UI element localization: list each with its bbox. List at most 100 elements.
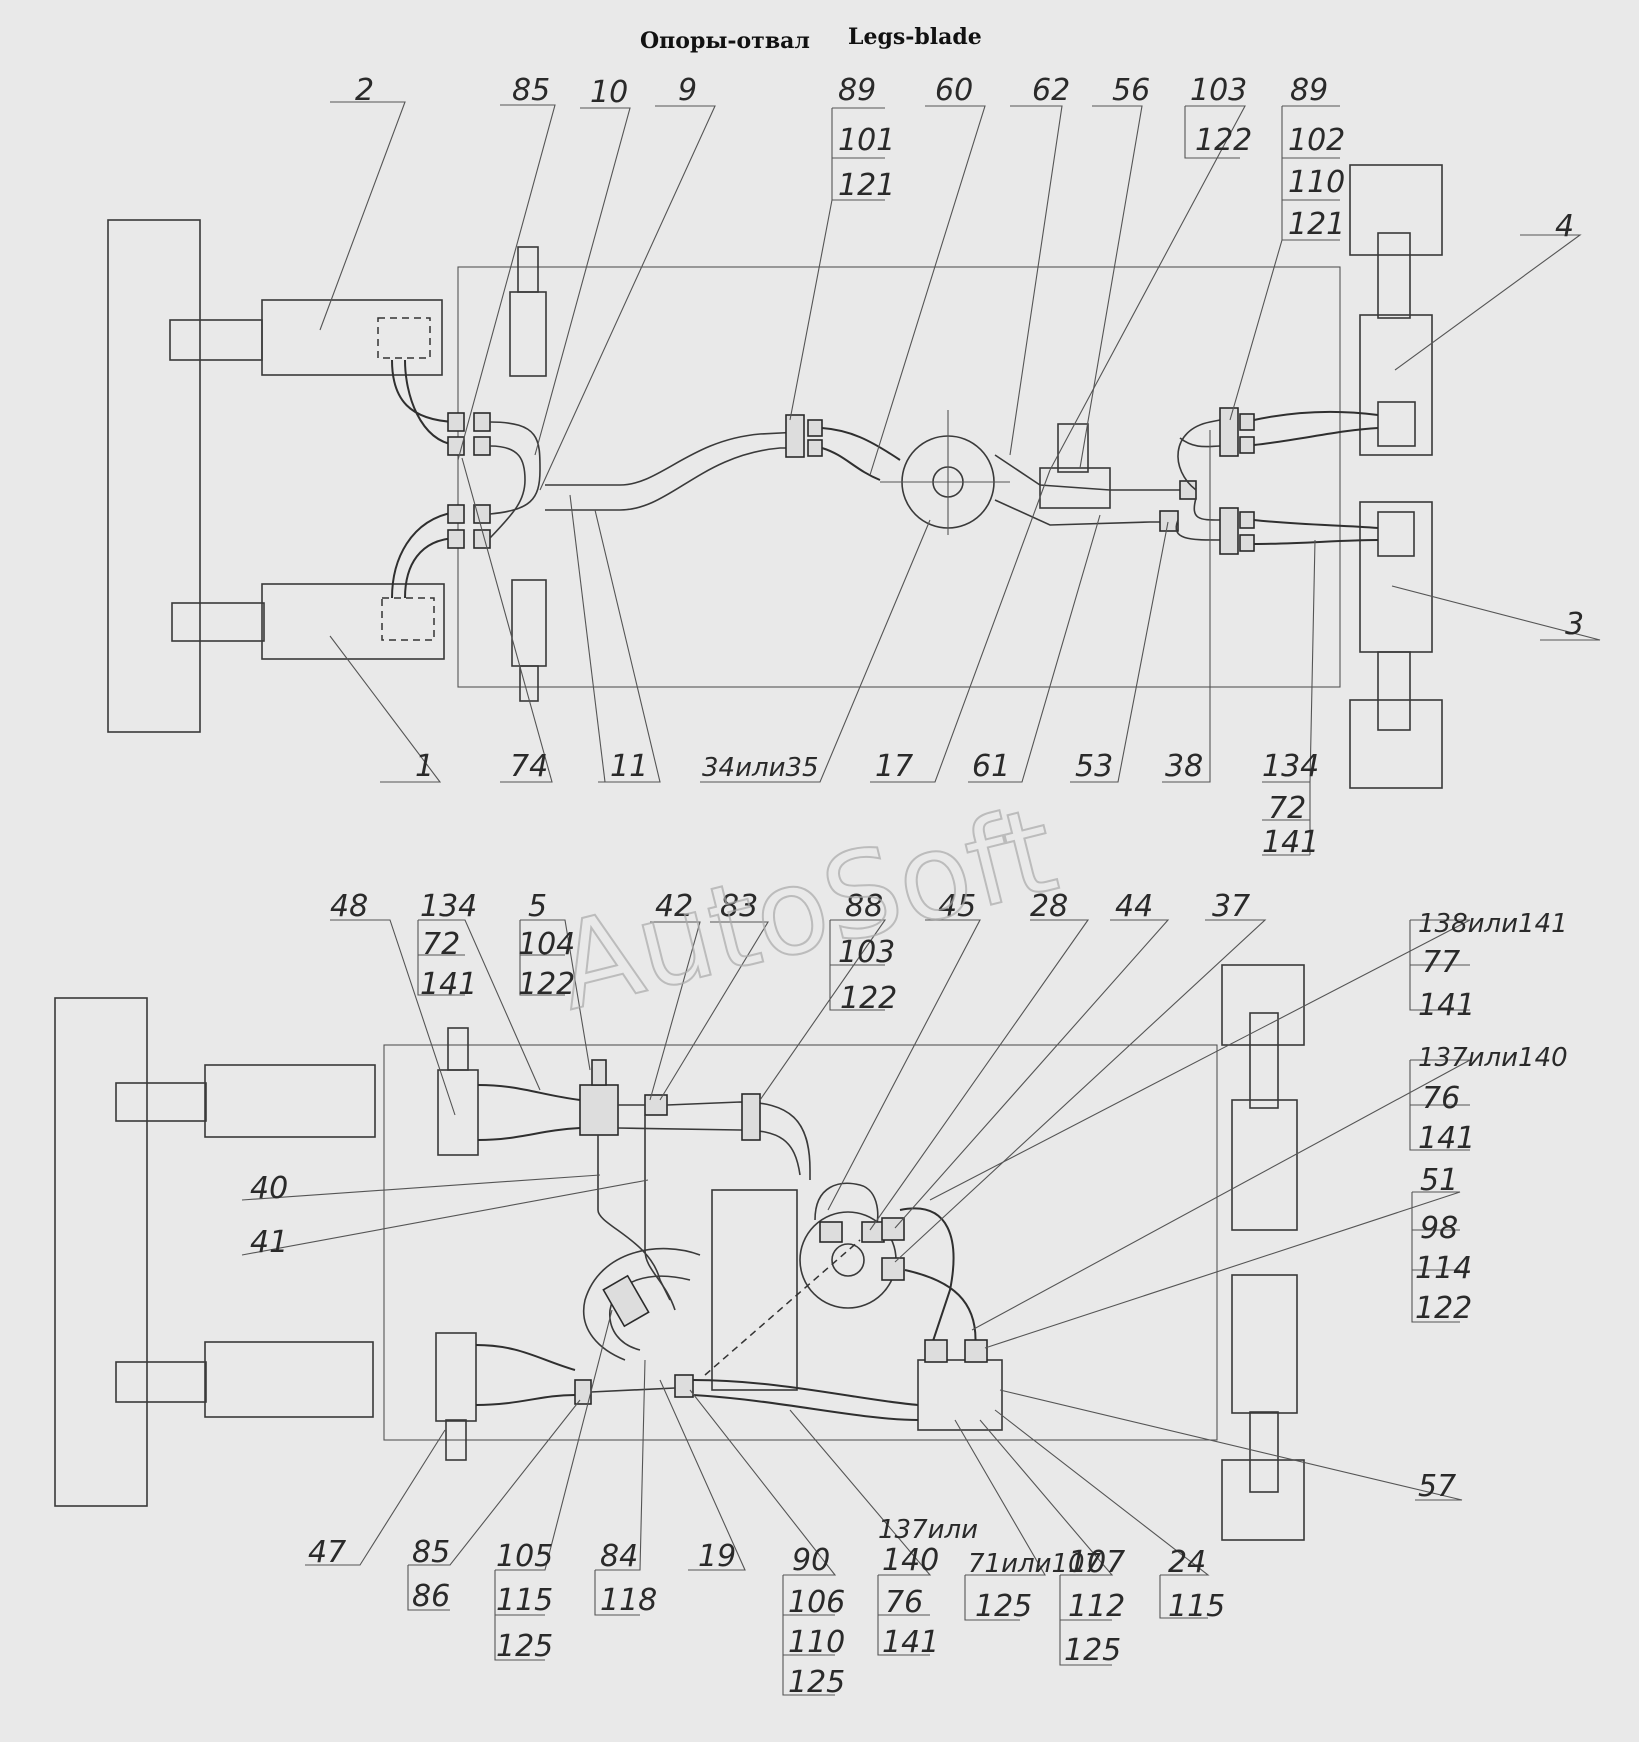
label-115-a: 115 bbox=[496, 1583, 553, 1618]
fitting-r0 bbox=[1159, 510, 1179, 532]
label-56: 56 bbox=[1112, 73, 1150, 108]
label-134-a: 134 bbox=[1262, 749, 1319, 784]
hose-47-b bbox=[475, 1394, 576, 1406]
fitting-l1 bbox=[447, 412, 465, 432]
label-89-b: 89 bbox=[1290, 73, 1328, 108]
leg-3-cylinder bbox=[1359, 501, 1433, 653]
label-4: 4 bbox=[1555, 209, 1574, 244]
cylinder-upper-b bbox=[204, 1064, 376, 1138]
cylinder-1-port bbox=[381, 597, 435, 641]
label-83: 83 bbox=[720, 889, 758, 924]
tube-40 bbox=[597, 1135, 671, 1301]
label-77: 77 bbox=[1422, 945, 1460, 980]
leg-4-cylinder bbox=[1359, 314, 1433, 456]
title-en: Legs-blade bbox=[848, 24, 982, 50]
fitting-37 bbox=[881, 1257, 905, 1281]
hose-47-a bbox=[475, 1344, 576, 1371]
label-85-b: 85 bbox=[412, 1535, 450, 1570]
frame-top bbox=[457, 266, 1341, 688]
tube-r-loop-4 bbox=[1179, 437, 1221, 448]
label-62: 62 bbox=[1032, 73, 1070, 108]
label-141-c: 141 bbox=[1418, 988, 1475, 1023]
label-141-b: 141 bbox=[420, 967, 477, 1002]
fitting-l2 bbox=[447, 436, 465, 456]
label-103-b: 103 bbox=[838, 935, 895, 970]
fitting-90 bbox=[674, 1374, 694, 1398]
hose-c1-a bbox=[391, 511, 456, 599]
label-137-140-b2: 140 bbox=[882, 1543, 939, 1578]
label-42: 42 bbox=[655, 889, 693, 924]
tube-loop-2 bbox=[489, 445, 526, 539]
fitting-42 bbox=[644, 1094, 668, 1116]
tube-r-1 bbox=[994, 454, 1195, 491]
valve-56-body bbox=[1057, 423, 1089, 473]
leg-4-port bbox=[1377, 401, 1416, 447]
label-121-a: 121 bbox=[838, 168, 895, 203]
label-141-a: 141 bbox=[1262, 825, 1319, 860]
label-40: 40 bbox=[250, 1171, 288, 1206]
label-28: 28 bbox=[1030, 889, 1068, 924]
valve-block-57 bbox=[917, 1359, 1003, 1431]
label-5: 5 bbox=[528, 889, 547, 924]
pad-lr bbox=[1221, 1459, 1305, 1541]
label-118: 118 bbox=[600, 1583, 657, 1618]
fitting-l6 bbox=[473, 436, 491, 456]
hose-137-140-b bbox=[692, 1394, 919, 1421]
label-84: 84 bbox=[600, 1539, 638, 1574]
label-89-a: 89 bbox=[838, 73, 876, 108]
hose-c2-b bbox=[404, 359, 456, 446]
label-1: 1 bbox=[415, 749, 434, 784]
label-90: 90 bbox=[792, 1543, 830, 1578]
fitting-l5 bbox=[473, 412, 491, 432]
label-103: 103 bbox=[1190, 73, 1247, 108]
label-41: 41 bbox=[250, 1225, 288, 1260]
label-107: 107 bbox=[1068, 1545, 1125, 1580]
label-106: 106 bbox=[788, 1585, 845, 1620]
leg-mount-ll bbox=[511, 579, 547, 667]
label-122-b: 122 bbox=[840, 981, 897, 1016]
leg-48-rod bbox=[447, 1027, 469, 1071]
label-85: 85 bbox=[512, 73, 550, 108]
hose-c-1 bbox=[821, 427, 901, 461]
rod-1 bbox=[171, 602, 265, 642]
fitting-c1 bbox=[807, 419, 823, 437]
tube-r-loop-3 bbox=[1175, 519, 1221, 541]
leg-mount-ul bbox=[509, 291, 547, 377]
fitting-r3 bbox=[1239, 511, 1255, 529]
tube-r-loop-2 bbox=[1193, 497, 1221, 521]
cylinder-1 bbox=[261, 583, 445, 660]
dashed-link bbox=[704, 1239, 861, 1376]
label-134-b: 134 bbox=[420, 889, 477, 924]
fitting-l3 bbox=[447, 504, 465, 524]
swivel-bottom-core bbox=[831, 1243, 865, 1277]
label-137-140-b1: 137или bbox=[878, 1515, 978, 1545]
leg-3-port bbox=[1377, 511, 1415, 557]
label-2: 2 bbox=[355, 73, 374, 108]
label-104: 104 bbox=[518, 927, 575, 962]
label-98: 98 bbox=[1420, 1211, 1458, 1246]
tube-41 bbox=[644, 1115, 676, 1311]
rod-2 bbox=[169, 319, 263, 361]
label-141-e: 141 bbox=[882, 1625, 939, 1660]
label-57: 57 bbox=[1418, 1469, 1456, 1504]
rod-upper-b bbox=[115, 1082, 207, 1122]
label-47: 47 bbox=[308, 1535, 346, 1570]
label-9: 9 bbox=[678, 73, 697, 108]
fitting-r4 bbox=[1239, 534, 1255, 552]
label-110: 110 bbox=[1288, 165, 1345, 200]
hose-48-a bbox=[477, 1084, 581, 1101]
rod-lower-b bbox=[115, 1361, 207, 1403]
cyl-ur bbox=[1231, 1099, 1298, 1231]
label-122-a: 122 bbox=[518, 967, 575, 1002]
fitting-l4 bbox=[447, 529, 465, 549]
tube-center-1 bbox=[545, 431, 801, 486]
tube-r-2 bbox=[994, 499, 1170, 526]
label-141-d: 141 bbox=[1418, 1121, 1475, 1156]
fitting-r00 bbox=[1179, 480, 1197, 500]
label-137-140-a: 137или140 bbox=[1418, 1043, 1568, 1073]
leg-rod-ll bbox=[519, 665, 539, 702]
leg-47 bbox=[435, 1332, 477, 1422]
hose-c2-a bbox=[391, 359, 456, 423]
fitting-r1 bbox=[1239, 413, 1255, 431]
label-60: 60 bbox=[935, 73, 973, 108]
